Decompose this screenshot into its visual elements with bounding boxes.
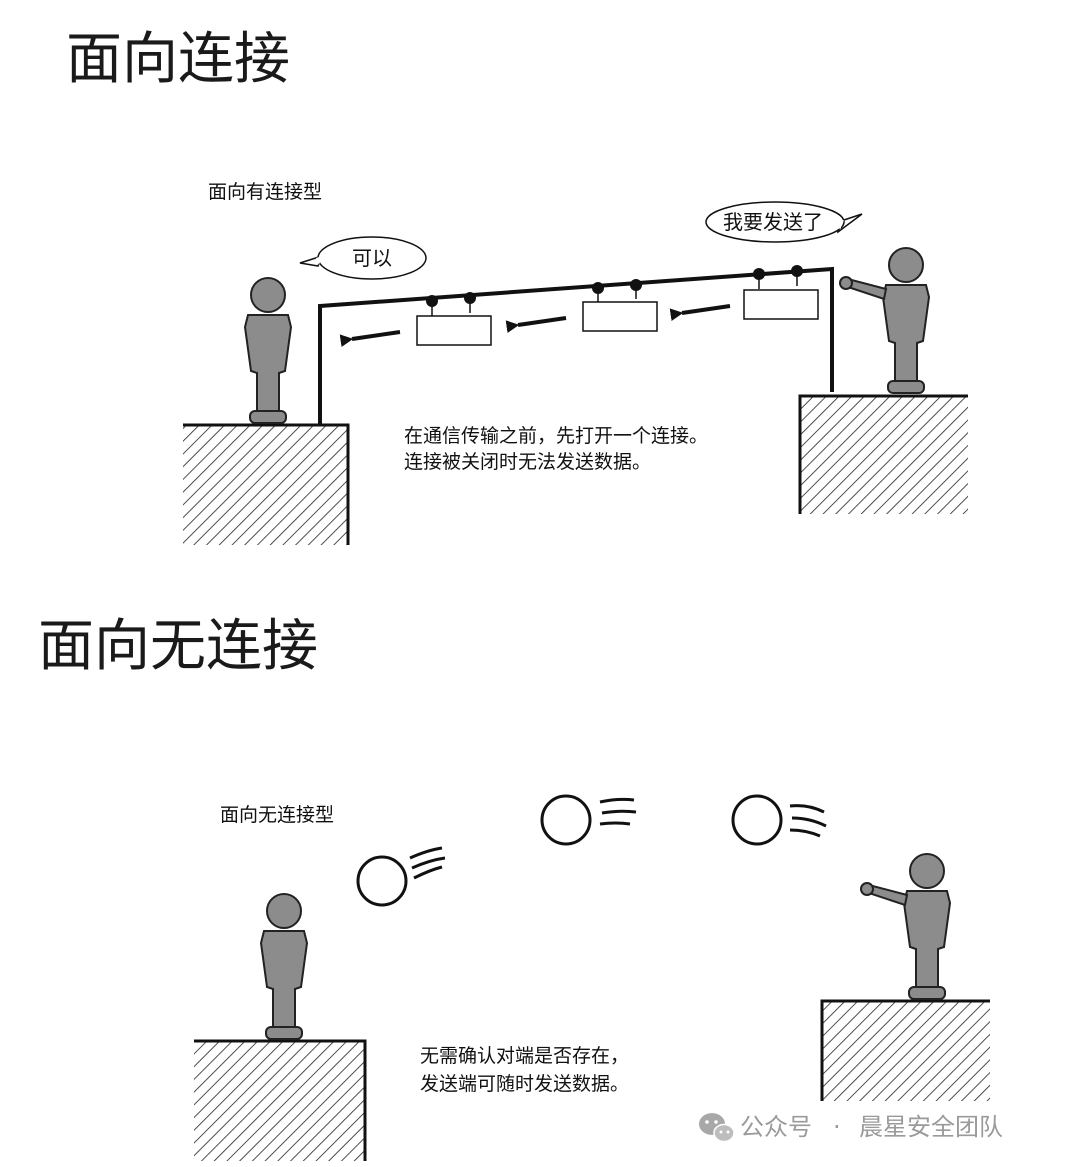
connection-oriented-label: 面向有连接型 xyxy=(208,181,322,203)
right-cliff xyxy=(798,394,968,514)
left-arrow-icon xyxy=(339,330,401,347)
connection-oriented-section: 面向连接 面向有连接型 xyxy=(66,27,968,545)
left-cliff xyxy=(194,1039,367,1161)
sender-speech-bubble: 我要发送了 xyxy=(705,201,863,243)
connectionless-note-line2: 发送端可随时发送数据。 xyxy=(420,1073,629,1095)
right-cliff xyxy=(820,999,990,1101)
sender-person xyxy=(839,247,930,394)
receiver-speech-text: 可以 xyxy=(352,246,392,270)
connection-oriented-note-line1: 在通信传输之前，先打开一个连接。 xyxy=(404,425,708,447)
connection-oriented-heading: 面向连接 xyxy=(66,27,290,92)
connectionless-note-line1: 无需确认对端是否存在， xyxy=(420,1045,629,1067)
watermark-name: 晨星安全团队 xyxy=(859,1113,1003,1141)
connection-oriented-note-line2: 连接被关闭时无法发送数据。 xyxy=(404,451,651,473)
data-ball xyxy=(356,846,446,907)
connectionless-heading: 面向无连接 xyxy=(38,614,318,679)
connection-line xyxy=(318,266,834,425)
packet xyxy=(416,292,492,346)
watermark: 公众号 · 晨星安全团队 xyxy=(699,1113,1003,1143)
left-cliff xyxy=(183,423,350,545)
left-arrow-icon xyxy=(505,316,567,333)
left-arrow-icon xyxy=(669,304,731,321)
watermark-separator: · xyxy=(833,1113,841,1141)
receiver-person xyxy=(244,277,292,424)
packet xyxy=(582,279,658,332)
connectionless-section: 面向无连接 面向无连接型 xyxy=(38,614,990,1161)
wechat-icon xyxy=(699,1113,735,1143)
data-ball xyxy=(731,794,827,846)
receiver-speech-bubble: 可以 xyxy=(299,236,427,280)
sender-person xyxy=(860,853,951,1000)
receiver-person xyxy=(260,893,308,1040)
connectionless-label: 面向无连接型 xyxy=(220,804,334,826)
packet xyxy=(743,265,819,320)
data-ball xyxy=(540,794,637,846)
watermark-prefix: 公众号 xyxy=(740,1113,812,1141)
sender-speech-text: 我要发送了 xyxy=(723,210,823,234)
